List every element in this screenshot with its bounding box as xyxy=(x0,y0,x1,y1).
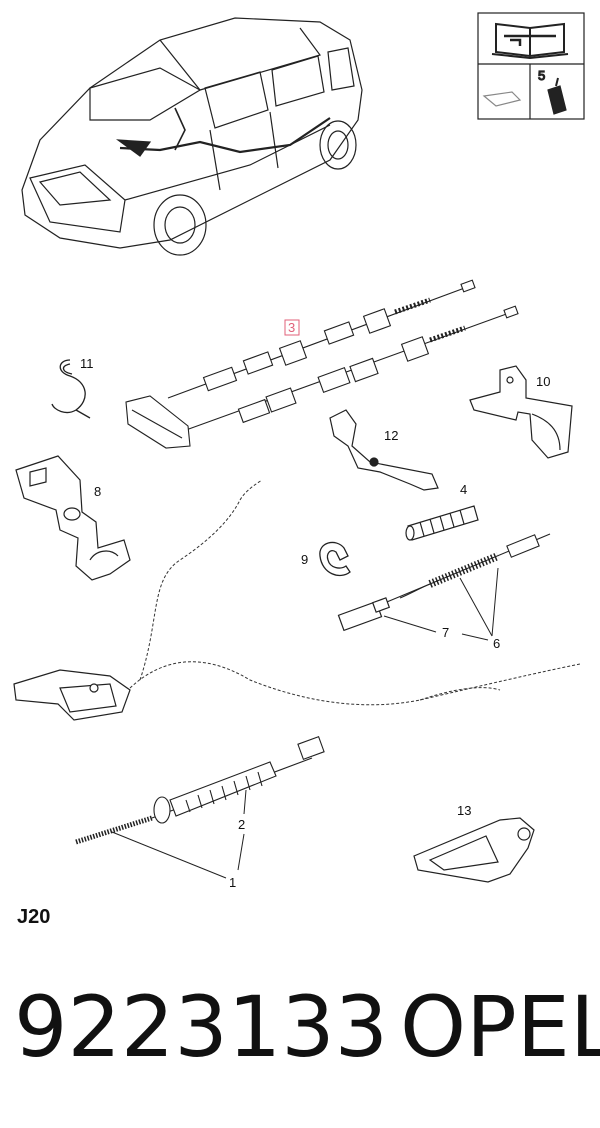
lubricant-grease-icon xyxy=(482,77,567,115)
part-11-spring-clip xyxy=(51,359,91,419)
manual-box: 5 xyxy=(477,12,585,120)
callout-12: 12 xyxy=(384,428,398,443)
callout-4: 4 xyxy=(460,482,467,497)
part-7-cable-end xyxy=(337,597,391,632)
leader-lines-6-7 xyxy=(383,567,499,641)
part-10-bracket xyxy=(469,365,573,459)
part-number: 9223133 xyxy=(14,978,389,1076)
cable-lower-sleeves xyxy=(237,305,519,424)
part-2-front-boot xyxy=(153,761,277,824)
callout-8: 8 xyxy=(94,484,101,499)
callout-1: 1 xyxy=(229,875,236,890)
callout-5: 5 xyxy=(538,68,545,83)
part-6-cable-spring xyxy=(381,533,551,605)
part-9-clip xyxy=(319,541,351,577)
leader-lines-1-2 xyxy=(111,789,247,879)
callout-3: 3 xyxy=(288,320,295,335)
parts-diagram: 5 3 xyxy=(13,12,585,890)
section-code: J20 xyxy=(17,906,51,928)
callout-11: 11 xyxy=(80,356,94,371)
callout-7: 7 xyxy=(442,625,449,640)
callout-2: 2 xyxy=(238,817,245,832)
cable-upper-sleeves xyxy=(202,279,476,392)
cable-equalizer-bracket xyxy=(125,395,191,449)
handbrake-lever xyxy=(13,669,131,721)
brand-name: OPEL xyxy=(400,978,600,1076)
part-4-boot xyxy=(405,505,479,541)
vehicle-overview xyxy=(21,17,363,256)
cable-routing-dashed xyxy=(129,479,581,706)
callout-6: 6 xyxy=(493,636,500,651)
footer: 9223133 OPEL xyxy=(14,978,600,1085)
part-13-bracket-plate xyxy=(413,817,535,883)
repair-manual-icon xyxy=(491,22,569,60)
part-12-retaining-plate xyxy=(329,409,439,491)
callout-13: 13 xyxy=(457,803,471,818)
part-8-mounting-bracket xyxy=(15,455,131,581)
callout-10: 10 xyxy=(536,374,550,389)
part-3-rear-cables xyxy=(125,279,519,449)
callout-9: 9 xyxy=(301,552,308,567)
callout-3-highlight xyxy=(284,319,300,336)
